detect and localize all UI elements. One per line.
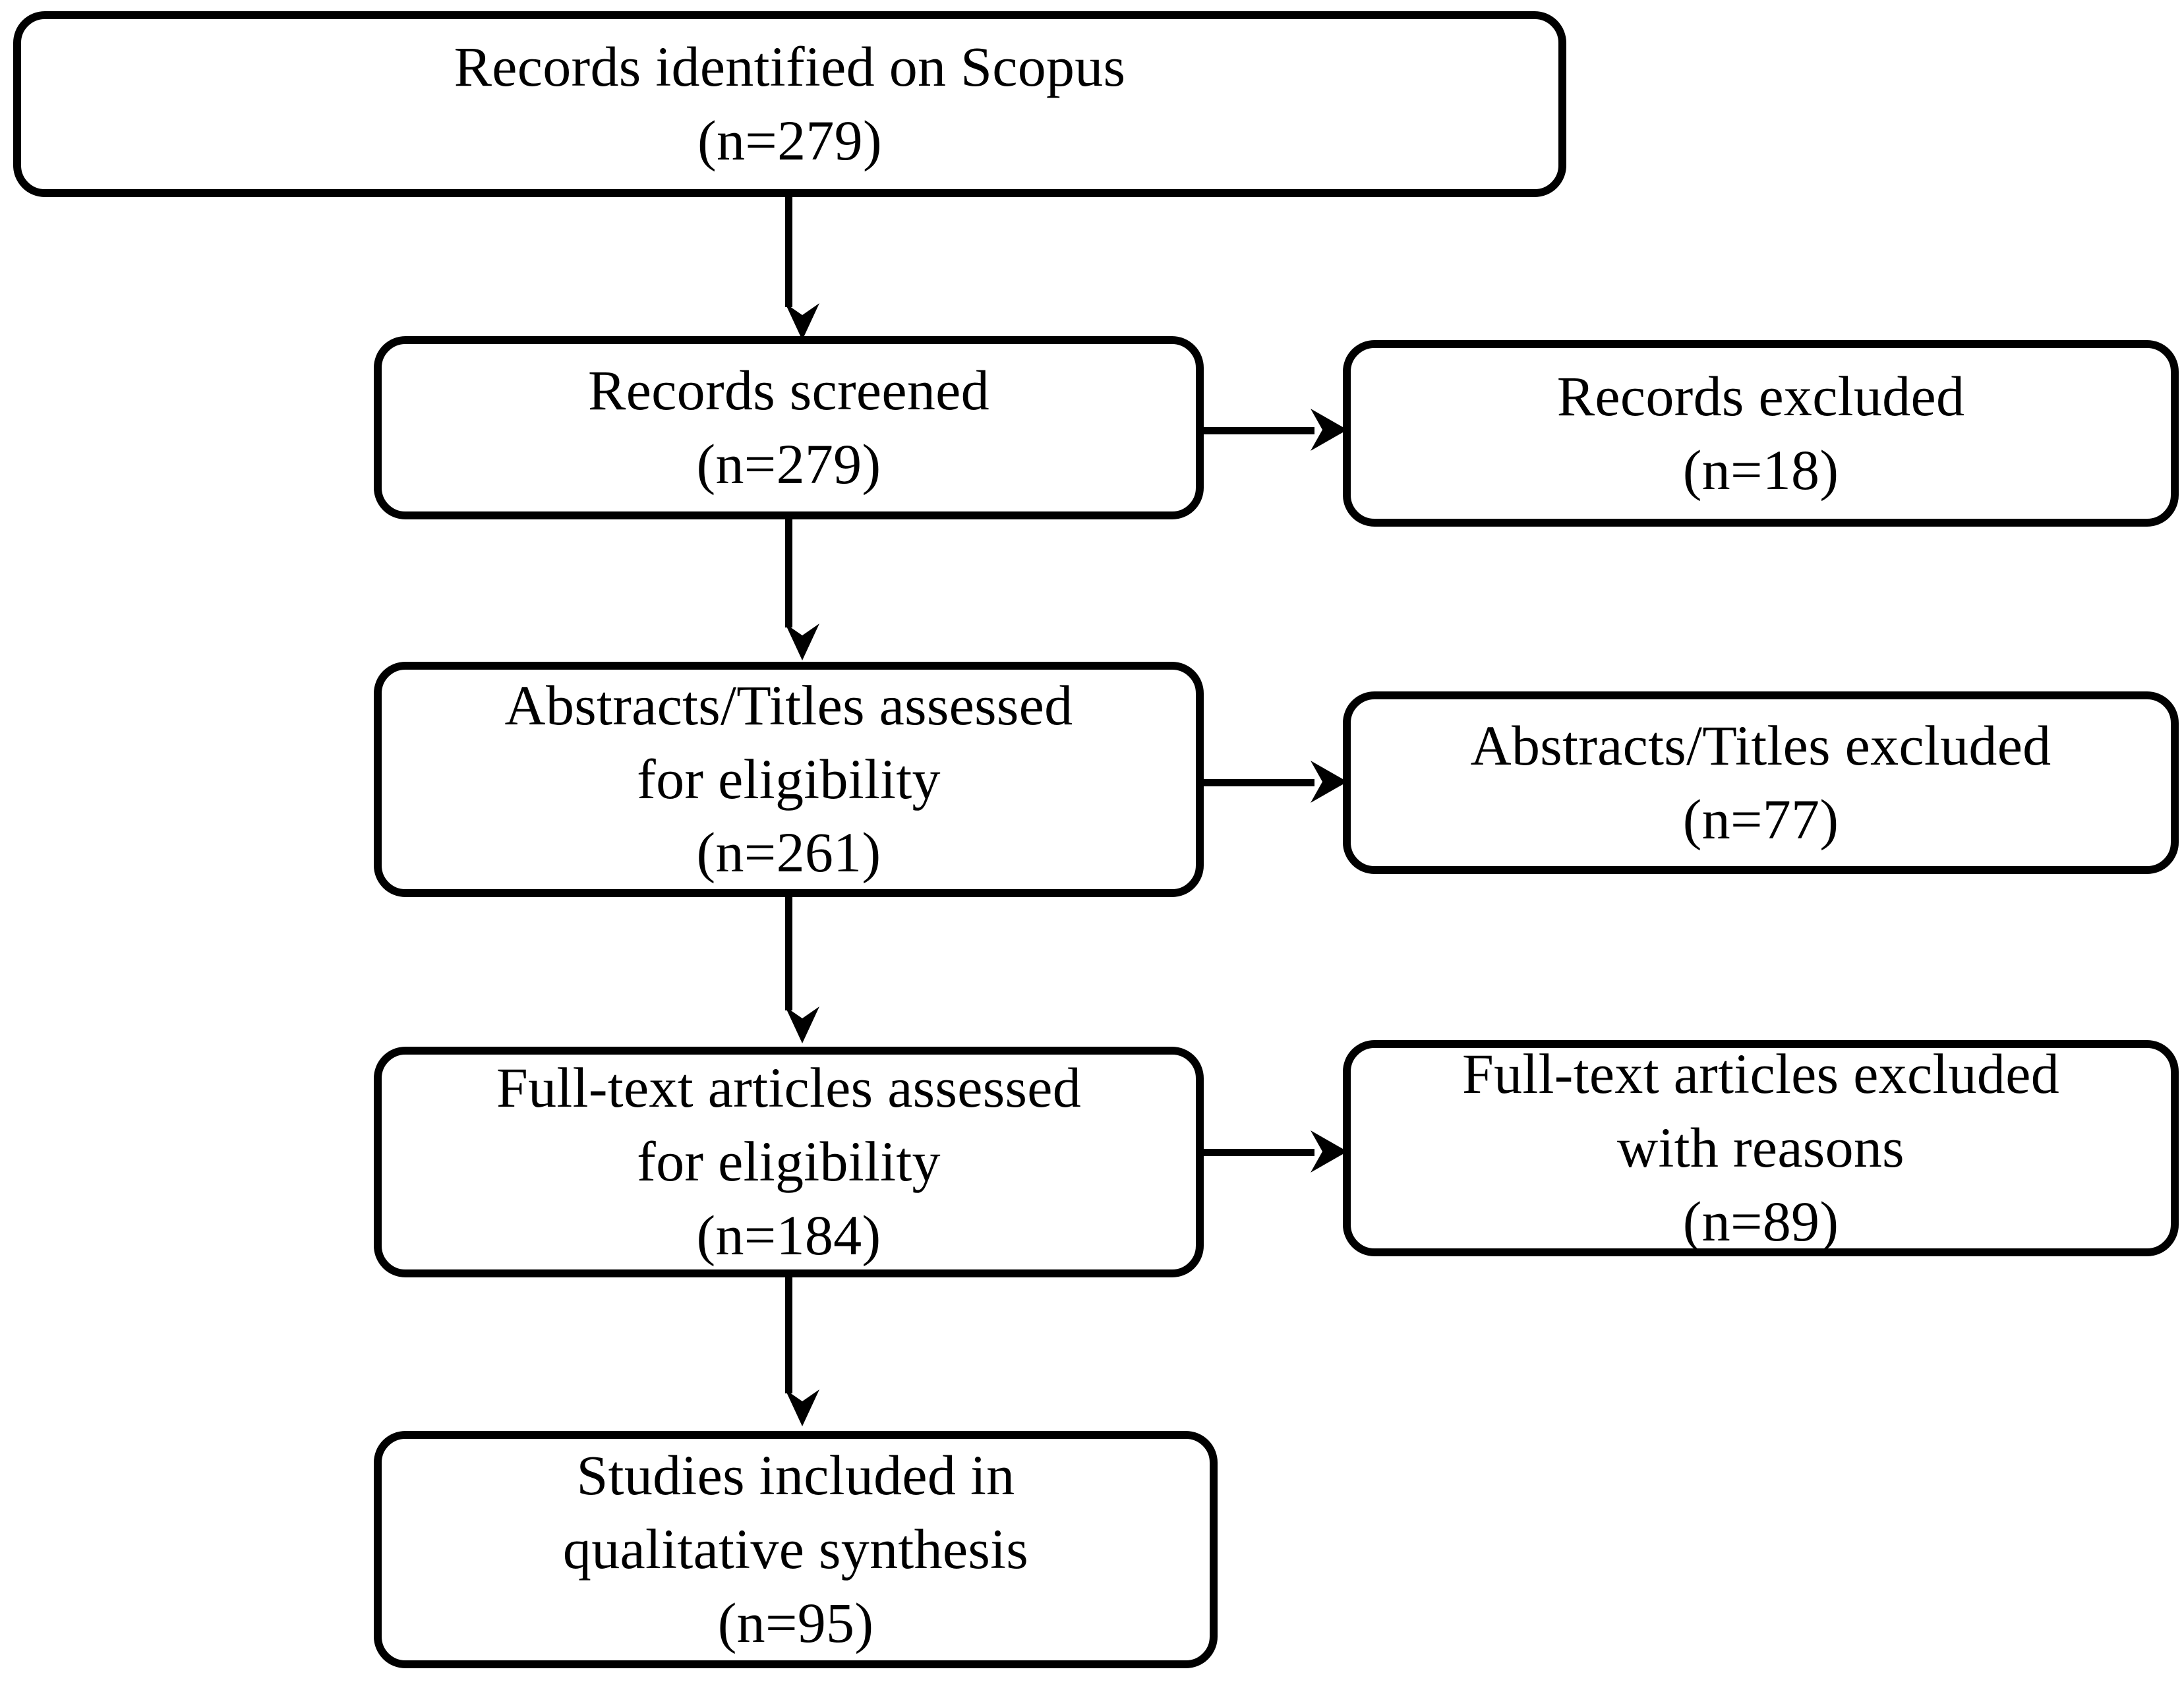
- arrowhead-down-icon: [785, 1006, 819, 1043]
- fulltext-articles-excluded-text: Full-text articles excluded with reasons…: [1368, 1037, 2154, 1258]
- abstracts-titles-excluded-line-1: Abstracts/Titles excluded: [1470, 713, 2051, 777]
- records-screened-text: Records screened (n=279): [399, 354, 1179, 502]
- abstracts-titles-assessed-line-2: for eligibility: [637, 747, 941, 811]
- abstracts-titles-assessed-line-1: Abstracts/Titles assessed: [504, 673, 1073, 737]
- records-excluded-text: Records excluded (n=18): [1368, 360, 2154, 508]
- arrowhead-right-icon: [1311, 1130, 1347, 1173]
- connector-screened-to-abstracts-shaft: [785, 519, 792, 627]
- fulltext-articles-excluded-line-2: with reasons: [1617, 1116, 1904, 1180]
- abstracts-titles-excluded-box[interactable]: Abstracts/Titles excluded (n=77): [1343, 691, 2179, 874]
- abstracts-titles-assessed-line-3: (n=261): [696, 821, 881, 885]
- arrowhead-down-icon: [785, 1389, 819, 1426]
- records-screened-box[interactable]: Records screened (n=279): [374, 336, 1204, 519]
- abstracts-titles-excluded-text: Abstracts/Titles excluded (n=77): [1368, 709, 2154, 857]
- fulltext-articles-assessed-text: Full-text articles assessed for eligibil…: [399, 1051, 1179, 1272]
- fulltext-articles-excluded-box[interactable]: Full-text articles excluded with reasons…: [1343, 1040, 2179, 1256]
- abstracts-titles-assessed-text: Abstracts/Titles assessed for eligibilit…: [399, 669, 1179, 890]
- connector-fulltext-to-included-shaft: [785, 1277, 792, 1393]
- arrowhead-right-icon: [1311, 409, 1347, 451]
- records-screened-line-2: (n=279): [696, 432, 881, 496]
- arrowhead-down-icon: [785, 624, 819, 660]
- connector-abstracts-to-fulltext-shaft: [785, 897, 792, 1010]
- records-identified-text: Records identified on Scopus (n=279): [38, 30, 1541, 178]
- records-identified-box[interactable]: Records identified on Scopus (n=279): [13, 11, 1566, 197]
- records-excluded-line-1: Records excluded: [1556, 364, 1965, 428]
- records-excluded-box[interactable]: Records excluded (n=18): [1343, 340, 2179, 527]
- studies-included-line-1: Studies included in: [576, 1443, 1015, 1507]
- connector-abstracts-to-abstracts-excluded-shaft: [1203, 779, 1314, 786]
- fulltext-articles-assessed-line-3: (n=184): [696, 1203, 881, 1267]
- studies-included-text: Studies included in qualitative synthesi…: [399, 1439, 1193, 1660]
- fulltext-articles-assessed-line-2: for eligibility: [637, 1130, 941, 1194]
- records-identified-line-1: Records identified on Scopus: [454, 35, 1126, 99]
- abstracts-titles-excluded-line-2: (n=77): [1682, 787, 1839, 851]
- arrowhead-down-icon: [785, 303, 819, 340]
- fulltext-articles-excluded-line-3: (n=89): [1682, 1189, 1839, 1253]
- fulltext-articles-assessed-box[interactable]: Full-text articles assessed for eligibil…: [374, 1047, 1204, 1277]
- abstracts-titles-assessed-box[interactable]: Abstracts/Titles assessed for eligibilit…: [374, 662, 1204, 897]
- connector-screened-to-records-excluded-shaft: [1203, 427, 1314, 434]
- records-screened-line-1: Records screened: [588, 359, 989, 422]
- arrowhead-right-icon: [1311, 761, 1347, 803]
- connector-identified-to-screened-shaft: [785, 196, 792, 307]
- records-identified-line-2: (n=279): [697, 109, 882, 172]
- records-excluded-line-2: (n=18): [1682, 438, 1839, 502]
- studies-included-line-2: qualitative synthesis: [562, 1517, 1029, 1581]
- fulltext-articles-assessed-line-1: Full-text articles assessed: [496, 1056, 1081, 1120]
- fulltext-articles-excluded-line-1: Full-text articles excluded: [1461, 1042, 2060, 1106]
- studies-included-line-3: (n=95): [717, 1590, 874, 1654]
- connector-fulltext-to-fulltext-excluded-shaft: [1203, 1149, 1314, 1156]
- studies-included-box[interactable]: Studies included in qualitative synthesi…: [374, 1431, 1218, 1668]
